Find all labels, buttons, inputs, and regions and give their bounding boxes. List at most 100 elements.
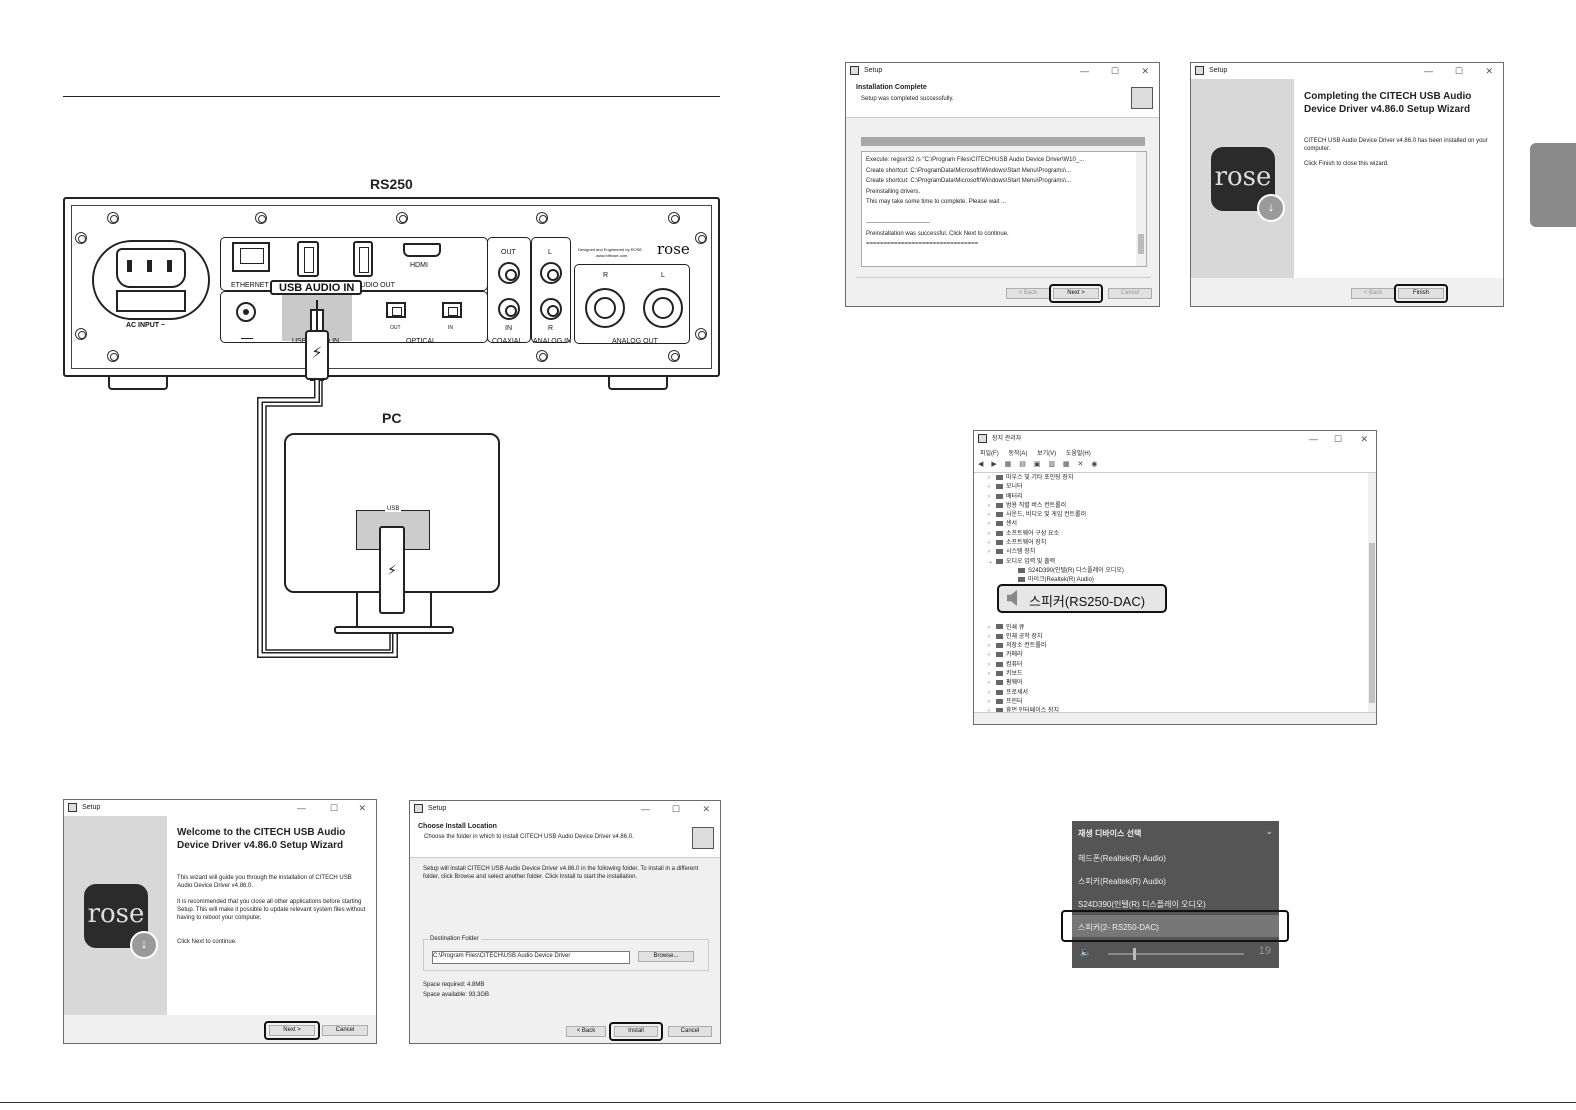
device-tree-item[interactable]: ›저장소 컨트롤러 bbox=[988, 642, 1358, 651]
chevron-right-icon[interactable]: › bbox=[988, 698, 990, 705]
device-tree-item[interactable]: ›인체 공학 장치 bbox=[988, 633, 1358, 642]
chevron-right-icon[interactable]: › bbox=[988, 530, 990, 537]
chevron-right-icon[interactable]: › bbox=[988, 661, 990, 668]
device-icon bbox=[996, 689, 1003, 695]
maximize-icon[interactable]: ☐ bbox=[671, 804, 680, 814]
device-tree-item[interactable]: ›소프트웨어 장치 bbox=[988, 539, 1358, 548]
log-scrollbar[interactable] bbox=[1136, 152, 1146, 266]
device-tree-item[interactable]: ›프린터 bbox=[988, 698, 1358, 707]
maximize-icon[interactable]: ☐ bbox=[329, 803, 338, 813]
menu-help[interactable]: 도움말(H) bbox=[1065, 451, 1091, 457]
volume-slider[interactable] bbox=[1108, 948, 1244, 960]
analog-out-r-jack bbox=[585, 288, 625, 328]
ethernet-label: ETHERNET bbox=[231, 282, 269, 289]
chevron-right-icon[interactable]: › bbox=[988, 633, 990, 640]
device-tree-item[interactable]: S24D390(인텔(R) 디스플레이 오디오) bbox=[988, 567, 1358, 576]
device-tree-item[interactable]: 마이크(Realtek(R) Audio) bbox=[988, 576, 1358, 585]
device-tree-label: 휴먼 인터페이스 장치 bbox=[1006, 708, 1059, 714]
device-tree-item[interactable]: › 휴먼 인터페이스 장치 bbox=[988, 707, 1358, 716]
volume-icon[interactable]: 🔈 bbox=[1080, 947, 1092, 957]
chevron-right-icon[interactable]: › bbox=[988, 671, 990, 678]
device-tree-item[interactable]: ›키보드 bbox=[988, 670, 1358, 679]
chevron-right-icon[interactable]: › bbox=[988, 502, 990, 509]
chevron-right-icon[interactable]: › bbox=[988, 624, 990, 631]
chevron-down-icon[interactable]: ⌄ bbox=[988, 558, 994, 565]
device-tree-item[interactable]: ›인쇄 큐 bbox=[988, 624, 1358, 633]
back-button[interactable]: < Back bbox=[1351, 288, 1395, 299]
device-tree-item[interactable]: ›시스템 장치 bbox=[988, 548, 1358, 557]
device-tree-item[interactable]: ›센서 bbox=[988, 520, 1358, 529]
cancel-button[interactable]: Cancel bbox=[668, 1026, 712, 1037]
chevron-right-icon[interactable]: › bbox=[988, 521, 990, 528]
close-icon[interactable]: ✕ bbox=[358, 803, 366, 813]
chevron-right-icon[interactable]: › bbox=[988, 484, 990, 491]
playback-item-headphones[interactable]: 헤드폰(Realtek(R) Audio) bbox=[1078, 854, 1166, 863]
cancel-button[interactable]: Cancel bbox=[1108, 288, 1152, 299]
minimize-icon[interactable]: — bbox=[297, 803, 306, 813]
chevron-right-icon[interactable]: › bbox=[988, 549, 990, 556]
chevron-up-icon[interactable]: ⌄ bbox=[1265, 826, 1273, 836]
device-tree-item[interactable]: ›사운드, 비디오 및 게임 컨트롤러 bbox=[988, 511, 1358, 520]
cancel-button[interactable]: Cancel bbox=[322, 1025, 368, 1036]
device-tree-item[interactable]: ⌄오디오 입력 및 출력 bbox=[988, 558, 1358, 567]
install-highlight bbox=[609, 1022, 663, 1041]
playback-item-s24d390[interactable]: S24D390(인텔(R) 디스플레이 오디오) bbox=[1078, 900, 1206, 909]
location-para: Setup will install CITECH USB Audio Devi… bbox=[423, 866, 699, 880]
chevron-right-icon[interactable]: › bbox=[988, 652, 990, 659]
close-icon[interactable]: ✕ bbox=[702, 804, 710, 814]
playback-item-rs250-dac[interactable]: 스피커(2- RS250-DAC) bbox=[1078, 923, 1159, 932]
maximize-icon[interactable]: ☐ bbox=[1333, 434, 1342, 444]
rs250-dac-label[interactable]: 스피커(RS250-DAC) bbox=[1029, 594, 1146, 609]
playback-item-speaker-realtek[interactable]: 스피커(Realtek(R) Audio) bbox=[1078, 877, 1166, 886]
usb-plug-pc: ⚡ bbox=[379, 526, 405, 614]
finish-button[interactable]: Finish bbox=[1398, 288, 1444, 299]
minimize-icon[interactable]: — bbox=[1424, 66, 1433, 76]
device-tree-item[interactable]: ›마우스 및 기타 포인팅 장치 bbox=[988, 474, 1358, 483]
device-tree-item[interactable]: ›컴퓨터 bbox=[988, 661, 1358, 670]
destination-path-input[interactable]: C:\Program Files\CITECH\USB Audio Device… bbox=[432, 951, 630, 964]
close-icon[interactable]: ✕ bbox=[1485, 66, 1493, 76]
chevron-right-icon[interactable]: › bbox=[988, 493, 990, 500]
chevron-right-icon[interactable]: › bbox=[988, 680, 990, 687]
space-required: Space required: 4.8MB bbox=[423, 982, 485, 988]
window-title: Setup bbox=[428, 805, 447, 812]
menu-view[interactable]: 보기(V) bbox=[1037, 451, 1057, 457]
coax-out-label: OUT bbox=[501, 249, 516, 256]
device-tree-item[interactable]: ›소프트웨어 구성 요소 bbox=[988, 530, 1358, 539]
minimize-icon[interactable]: — bbox=[641, 804, 650, 814]
chevron-right-icon[interactable]: › bbox=[988, 643, 990, 650]
device-tree-item[interactable]: ›배터리 bbox=[988, 493, 1358, 502]
device-tree-item[interactable]: ›프로세서 bbox=[988, 689, 1358, 698]
device-tree-item[interactable]: ›범용 직렬 버스 컨트롤러 bbox=[988, 502, 1358, 511]
device-tree-item[interactable]: › 카메라 bbox=[988, 651, 1358, 660]
maximize-icon[interactable]: ☐ bbox=[1110, 66, 1119, 76]
menu-action[interactable]: 동작(A) bbox=[1008, 451, 1028, 457]
chevron-right-icon[interactable]: › bbox=[988, 512, 990, 519]
volume-slider-thumb[interactable] bbox=[1133, 948, 1136, 960]
device-tree-item[interactable]: ›펌웨어 bbox=[988, 679, 1358, 688]
minimize-icon[interactable]: — bbox=[1080, 66, 1089, 76]
minimize-icon[interactable]: — bbox=[1309, 434, 1318, 444]
tree-scrollbar[interactable] bbox=[1368, 473, 1376, 713]
next-button[interactable]: Next > bbox=[1053, 288, 1099, 299]
device-tree-label: 모니터 bbox=[1006, 484, 1023, 491]
chevron-right-icon[interactable]: › bbox=[988, 475, 990, 481]
device-icon bbox=[996, 549, 1003, 555]
back-button[interactable]: < Back bbox=[566, 1026, 606, 1037]
browse-button[interactable]: Browse... bbox=[638, 951, 694, 962]
pc-usb-label: USB bbox=[385, 506, 402, 512]
maximize-icon[interactable]: ☐ bbox=[1454, 66, 1463, 76]
device-icon bbox=[996, 661, 1003, 667]
back-button[interactable]: < Back bbox=[1006, 288, 1050, 299]
install-button[interactable]: Install bbox=[614, 1026, 658, 1037]
device-tree-item[interactable]: › 모니터 bbox=[988, 483, 1358, 492]
menu-file[interactable]: 파일(F) bbox=[980, 451, 999, 457]
chevron-right-icon[interactable]: › bbox=[988, 707, 996, 716]
chevron-right-icon[interactable]: › bbox=[988, 689, 990, 696]
device-tree-label: 카메라 bbox=[1006, 652, 1023, 659]
chevron-right-icon[interactable]: › bbox=[988, 540, 990, 547]
close-icon[interactable]: ✕ bbox=[1141, 66, 1149, 76]
next-button[interactable]: Next > bbox=[269, 1025, 315, 1036]
screw-2 bbox=[255, 212, 267, 224]
close-icon[interactable]: ✕ bbox=[1360, 434, 1368, 444]
